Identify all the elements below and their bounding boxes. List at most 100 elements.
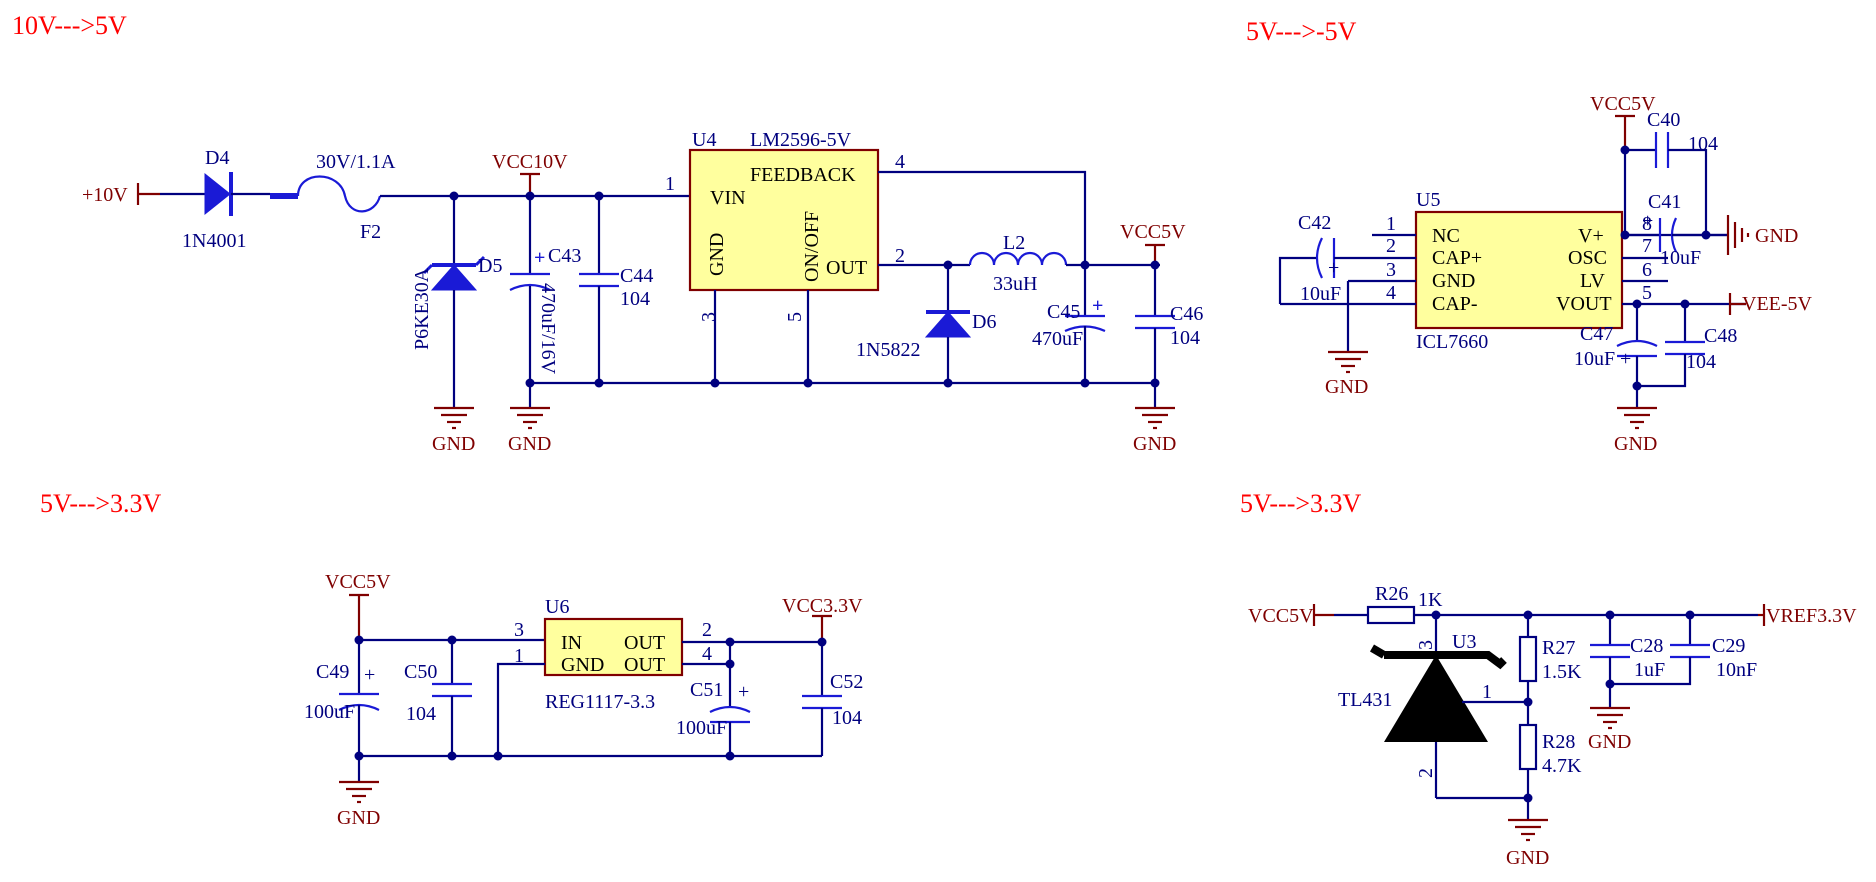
tvs-d5: D5 P6KE30A [411,196,502,408]
c50-value: 104 [406,703,436,725]
d4-value: 1N4001 [182,230,246,252]
c45-ref: C45 [1047,301,1080,323]
vref-port: VREF3.3V [1758,604,1857,627]
c49-value: 100uF [304,701,355,723]
u4-pin-num-3: 3 [698,312,720,322]
u6-num-4: 4 [702,643,712,665]
c51-plus: + [738,681,749,703]
u6-value: REG1117-3.3 [545,691,655,713]
net-label-vcc5v-s4: VCC5V [1248,605,1314,627]
r27-ref: R27 [1542,637,1575,659]
r28-value: 4.7K [1542,755,1582,777]
gnd-label-s3: GND [337,807,380,829]
u5-num-8: 8 [1642,213,1652,235]
d5-ref: D5 [478,255,502,277]
capacitor-c48: C48 104 [1637,304,1737,388]
u6-num-3: 3 [514,619,524,641]
u5-pin-vplus: V+ [1578,225,1604,247]
diode-d6: D6 1N5822 [856,265,996,383]
c41-value: 10uF [1660,247,1701,269]
gnd-label-c41: GND [1755,225,1798,247]
gnd-symbol-c43: GND [508,406,551,455]
u5-pin-osc: OSC [1568,247,1607,269]
c47-value: 10uF [1574,348,1615,370]
c50-ref: C50 [404,661,437,683]
capacitor-c43: + C43 470uF/16V [509,196,581,383]
c52-ref: C52 [830,671,863,693]
capacitor-c49: C49 100uF + [304,640,380,756]
vcc33-flag: VCC3.3V [782,595,863,642]
u5-value: ICL7660 [1416,331,1488,353]
net-label-vcc5v-s2: VCC5V [1590,93,1656,115]
f2-value: 30V/1.1A [316,151,396,173]
vcc5v-flag-s3: VCC5V [325,571,391,640]
diode-d4: D4 1N4001 [182,147,246,252]
capacitor-c42: C42 10uF + [1278,212,1341,305]
c48-value: 104 [1686,351,1716,373]
u5-num-7: 7 [1642,235,1652,257]
u4-pin-vin: VIN [710,187,746,209]
u6-num-2: 2 [702,619,712,641]
c29-value: 10nF [1716,659,1757,681]
u3-ref: U3 [1452,631,1476,653]
ic-u5-icl7660: U5 ICL7660 NC CAP+ GND CAP- V+ OSC LV VO… [1386,189,1652,353]
c40-value: 104 [1688,133,1718,155]
u5-pin-vout: VOUT [1556,293,1612,315]
r27-value: 1.5K [1542,661,1582,683]
capacitor-c47: C47 10uF + [1574,304,1658,386]
net-label-vcc5v-s1: VCC5V [1120,221,1186,243]
l2-ref: L2 [1003,232,1025,254]
resistor-r28: R28 4.7K [1518,723,1582,798]
gnd-label-c28: GND [1588,731,1631,753]
vcc5v-port-s4: VCC5V [1248,604,1334,627]
capacitor-c45: + C45 470uF [1032,265,1106,383]
ic-u3-tl431: U3 TL431 3 1 2 [1338,615,1528,798]
c44-value: 104 [620,288,650,310]
gnd-label-c43: GND [508,433,551,455]
u3-num-3: 3 [1415,640,1437,650]
c45-value: 470uF [1032,328,1083,350]
d4-ref: D4 [205,147,229,169]
u5-num-4: 4 [1386,282,1396,304]
u4-pin-out: OUT [826,257,867,279]
u5-pin-capplus: CAP+ [1432,247,1482,269]
vcc5v-flag-s1: VCC5V [1120,221,1186,265]
c51-ref: C51 [690,679,723,701]
c28-ref: C28 [1630,635,1663,657]
c45-plus: + [1092,295,1103,317]
u6-pin-out2: OUT [624,654,665,676]
plus10v-port: +10V [82,183,160,206]
c46-ref: C46 [1170,303,1203,325]
u5-num-3: 3 [1386,259,1396,281]
section-10v-5v: +10V D4 1N4001 30V/1.1A F2 VCC10V [82,129,1203,455]
gnd-symbol-c46: GND [1133,406,1176,455]
fuse-f2: 30V/1.1A F2 [270,151,396,243]
u6-ref: U6 [545,596,569,618]
net-label-vee: VEE-5V [1742,293,1813,315]
section-5v-3v3-ref: VCC5V R26 1K VREF3.3V U3 TL431 3 [1248,583,1857,869]
section-5v-3v3-ldo: VCC5V C49 100uF + C50 104 U6 REG1117-3.3 [304,571,863,829]
section-title-10v-5v: 10V--->5V [12,11,127,40]
inductor-l2: L2 33uH [968,232,1068,295]
ic-u4-lm2596: U4 LM2596-5V VIN FEEDBACK OUT GND ON/OFF… [665,129,905,322]
capacitor-c28: C28 1uF [1590,615,1665,708]
u5-pin-capminus: CAP- [1432,293,1478,315]
gnd-label-u5: GND [1325,376,1368,398]
c43-value: 470uF/16V [537,283,559,375]
capacitor-c52: C52 104 [802,642,863,756]
u3-num-1: 1 [1482,681,1492,703]
capacitor-c50: C50 104 [404,640,472,756]
capacitor-c29: C29 10nF [1610,615,1757,686]
gnd-symbol-u5: GND [1325,350,1368,398]
c40-ref: C40 [1647,109,1680,131]
u4-pin-num-5: 5 [784,312,806,322]
c43-plus: + [534,247,545,269]
gnd-symbol-c47: GND [1614,406,1657,455]
d6-ref: D6 [972,311,996,333]
u4-ref: U4 [692,129,716,151]
section-5v-neg5v: U5 ICL7660 NC CAP+ GND CAP- V+ OSC LV VO… [1278,93,1813,455]
gnd-symbol-r28: GND [1506,818,1549,869]
u3-num-2: 2 [1415,768,1437,778]
c42-value: 10uF [1300,283,1341,305]
